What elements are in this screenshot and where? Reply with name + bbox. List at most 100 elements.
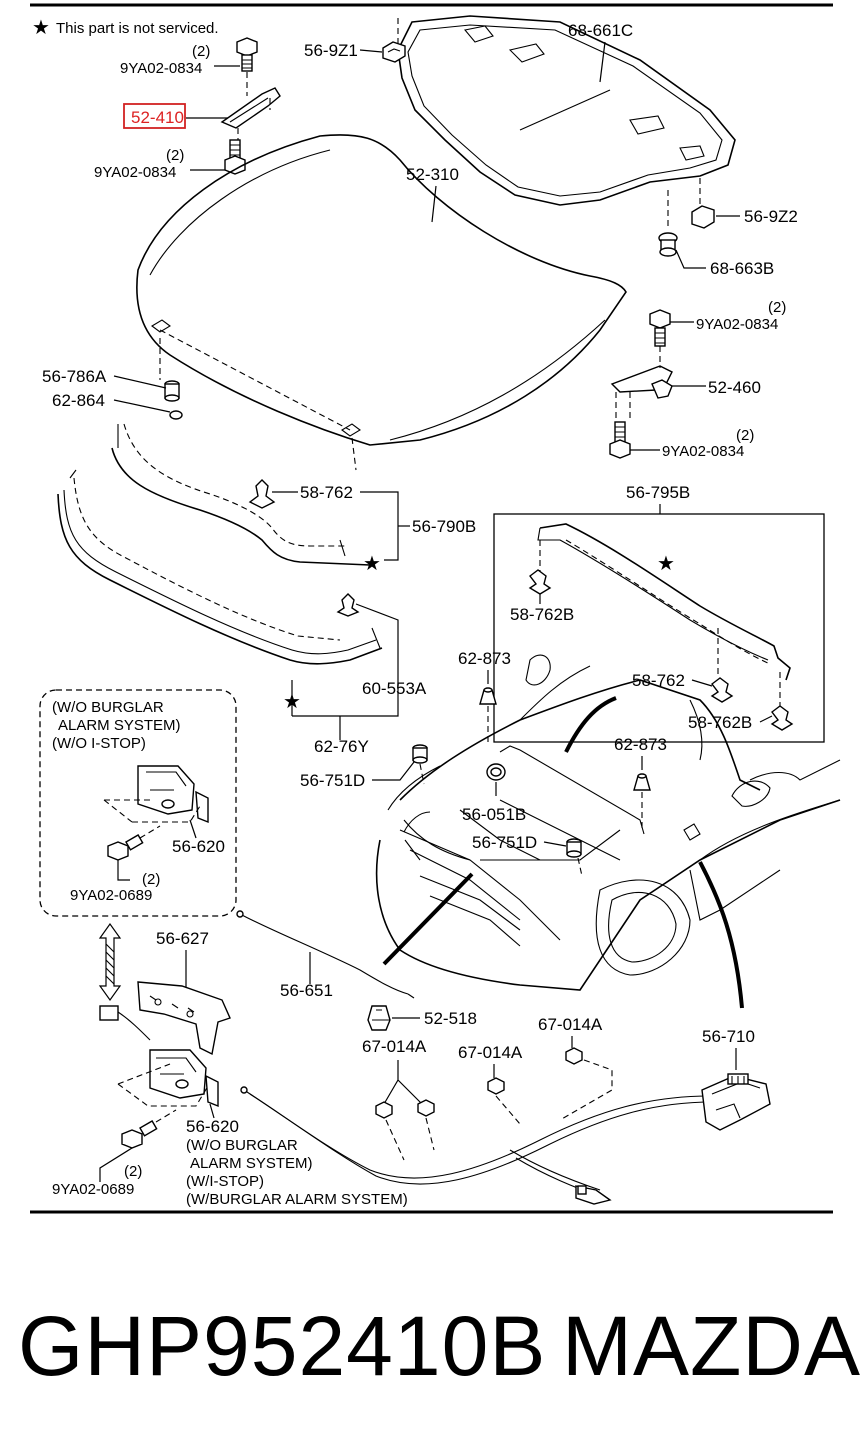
clip-67-014a-c-icon [565,1047,583,1065]
clip-68-663b-icon [658,232,678,257]
label-52-460: 52-460 [708,378,761,397]
stopper-56-786a-icon [164,380,180,402]
hinge-left-52-410 [220,72,281,144]
bumper-62-873-a-icon [479,687,497,705]
label-67-014a-a: 67-014A [362,1037,427,1056]
label-bolt-r2: 9YA02-0834 [662,443,744,460]
clip-60-553a-icon [336,593,360,617]
label-56-620-a: 56-620 [172,837,225,856]
star-icon-795b: ★ [657,551,675,575]
release-cable-main [240,1086,713,1199]
release-cable-black [698,861,744,1009]
cover-56-627 [137,981,231,1056]
label-56-751d-b: 56-751D [472,833,537,852]
bolt-r1-icon [649,309,671,347]
label-52-310: 52-310 [406,165,459,184]
label-bolt-l1: 9YA02-0689 [70,887,152,904]
label-56-9z2: 56-9Z2 [744,207,798,226]
label-bolt-top: 9YA02-0834 [120,60,202,77]
label-58-762b-b: 58-762B [688,713,752,732]
label-bolt-l1-qty: (2) [142,871,160,888]
label-56-786a: 56-786A [42,367,107,386]
label-wo-burglar-1: (W/O BURGLAR [52,699,164,716]
part-number: GHP952410B [18,1299,547,1393]
label-bolt-l2-qty: (2) [124,1163,142,1180]
label-56-651: 56-651 [280,981,333,1000]
label-bolt-mid: 9YA02-0834 [94,164,176,181]
brand-name: MAZDA [562,1299,861,1393]
clip-67-014a-a2-icon [417,1099,435,1117]
label-bolt-top-qty: (2) [192,43,210,60]
hood-prop-rod [564,696,617,753]
latch-56-620-b [99,1005,219,1108]
star-icon-76y: ★ [283,689,301,713]
front-rod [382,872,474,966]
label-bolt-r1-qty: (2) [768,299,786,316]
seal-56-790b [111,423,371,566]
bolt-top-icon [236,37,258,72]
clip-67-014a-a1-icon [375,1101,393,1119]
bolt-r2-icon [609,421,631,459]
label-58-762b-a: 58-762B [510,605,574,624]
clip-56-9z1-icon [382,41,406,63]
label-wo-burglar-3: (W/O BURGLAR [186,1137,298,1154]
hood-insulator [397,15,736,230]
clip-58-762b-b-icon [770,705,794,731]
car-front [375,654,841,991]
latch-56-620-a [103,765,209,824]
clip-56-9z2-icon [691,205,715,229]
label-58-762-a: 58-762 [300,483,353,502]
label-wo-burglar-4: ALARM SYSTEM) [190,1155,313,1172]
buffer-56-751d-b-icon [566,838,582,858]
label-56-790b: 56-790B [412,517,476,536]
label-68-661c: 68-661C [568,21,633,40]
highlight-box-52-410 [123,103,186,129]
label-68-663b: 68-663B [710,259,774,278]
label-bolt-l2: 9YA02-0689 [52,1181,134,1198]
label-62-873-b: 62-873 [614,735,667,754]
grommet-62-864-icon [169,410,183,420]
clip-58-762b-a-icon [528,569,552,595]
star-icon-790b: ★ [363,551,381,575]
buffer-56-751d-a-icon [412,744,428,764]
label-52-518: 52-518 [424,1009,477,1028]
label-56-627: 56-627 [156,929,209,948]
label-56-795b: 56-795B [626,483,690,502]
label-62-76y: 62-76Y [314,737,369,756]
label-wi-stop: (W/I-STOP) [186,1173,264,1190]
label-56-051b: 56-051B [462,805,526,824]
bolt-mid-icon [224,139,246,175]
release-handle-icon [575,1185,612,1205]
bumper-62-873-b-icon [633,773,651,791]
release-lever-56-710 [701,1073,771,1131]
box-wo-burglar [39,689,237,917]
label-bolt-mid-qty: (2) [166,147,184,164]
bolt-l2-icon [121,1109,177,1149]
grommet-56-051b-icon [486,763,506,781]
legend-star-icon: ★ [32,15,50,39]
double-arrow-icon [98,922,122,1002]
cable-56-651 [236,910,415,999]
seal-62-76y [57,469,383,665]
clip-58-762-b-icon [710,677,734,703]
bolt-l1-icon [107,825,161,861]
clip-67-014a-b-icon [487,1077,505,1095]
hood-panel [136,134,627,471]
label-60-553a: 60-553A [362,679,427,698]
label-56-620-b: 56-620 [186,1117,239,1136]
label-67-014a-c: 67-014A [538,1015,603,1034]
clip-52-518-icon [367,1005,391,1031]
label-wo-burglar-2: ALARM SYSTEM) [58,717,181,734]
clip-58-762-a-icon [248,479,276,509]
label-bolt-r1: 9YA02-0834 [696,316,778,333]
label-56-710: 56-710 [702,1027,755,1046]
label-w-burglar: (W/BURGLAR ALARM SYSTEM) [186,1191,408,1208]
label-wo-istop: (W/O I-STOP) [52,735,146,752]
label-58-762-b: 58-762 [632,671,685,690]
legend-note: This part is not serviced. [56,20,219,37]
label-67-014a-b: 67-014A [458,1043,523,1062]
label-62-873-a: 62-873 [458,649,511,668]
label-56-751d-a: 56-751D [300,771,365,790]
hinge-right-52-460 [610,346,673,420]
